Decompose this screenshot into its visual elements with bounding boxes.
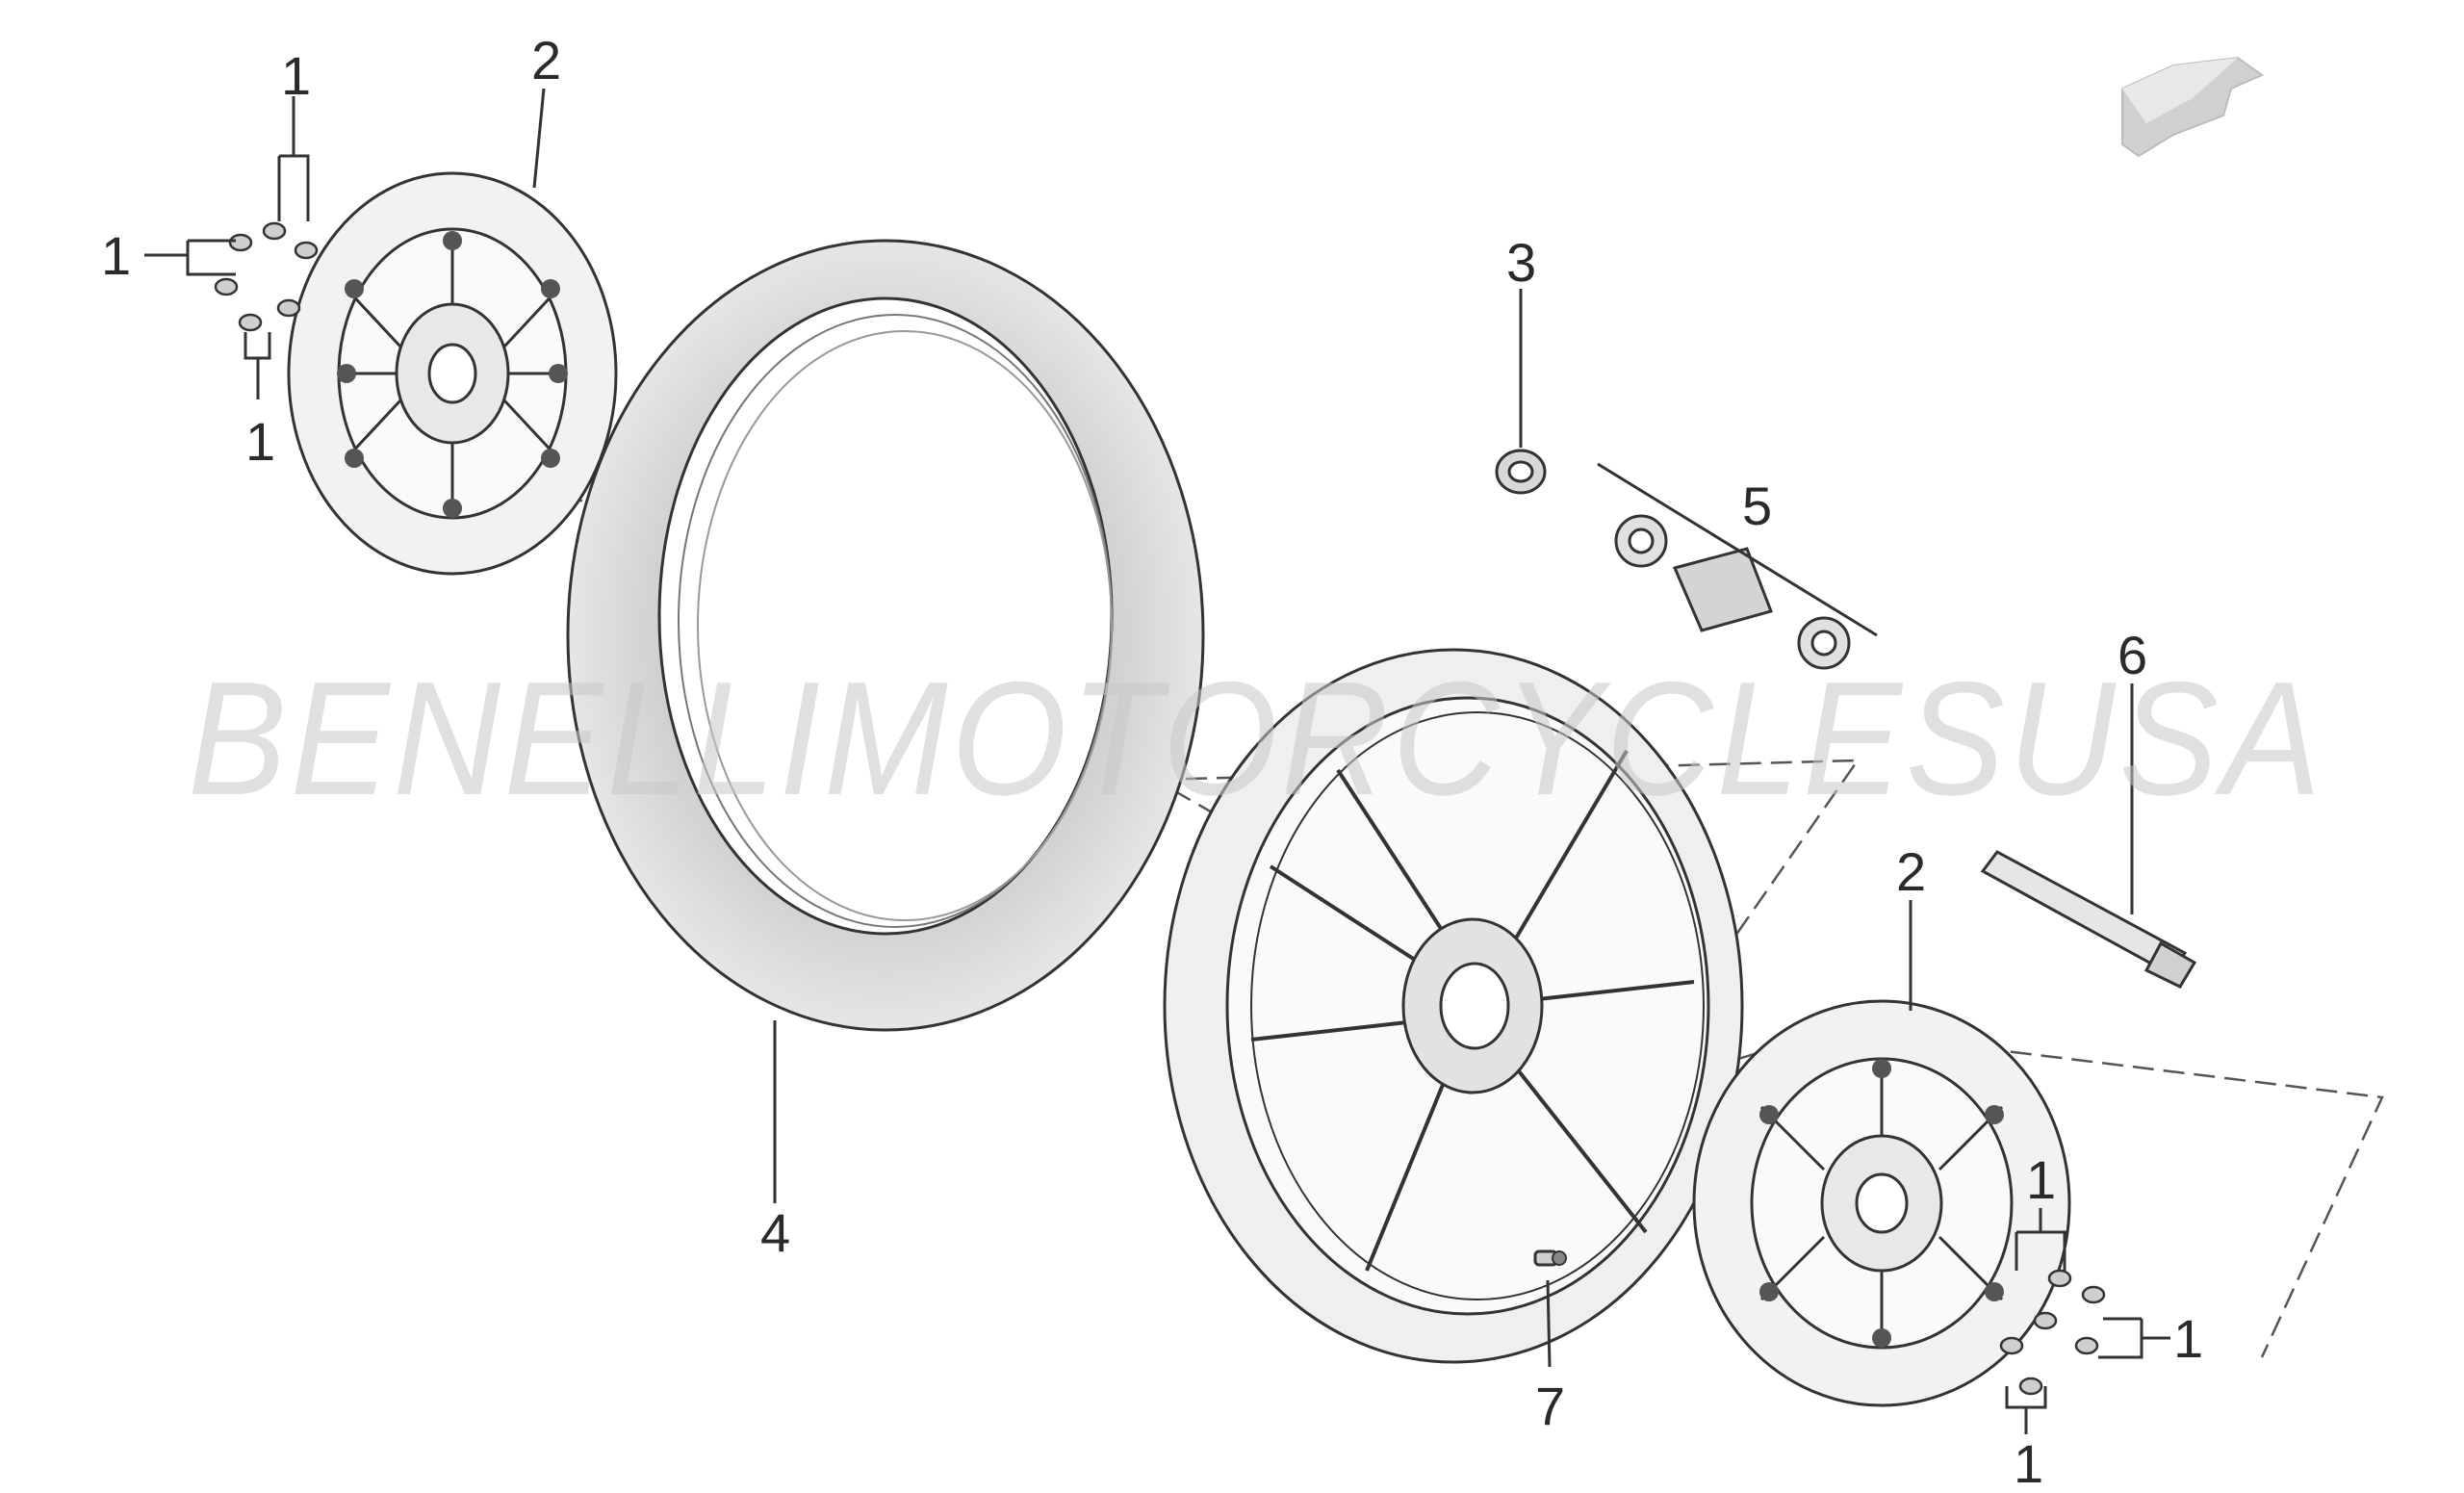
tyre: [566, 239, 1205, 1032]
callout-bolts-right-top: 1: [2026, 1149, 2056, 1210]
callout-bolts-left-top: 1: [281, 45, 311, 106]
brake-disc-left: [287, 171, 618, 576]
callout-tyre: 4: [760, 1202, 790, 1263]
callout-bolts-right-side: 1: [2173, 1308, 2203, 1369]
wheel-spacer: [1495, 449, 1547, 495]
callout-spacer: 3: [1506, 232, 1536, 293]
wheel-rim: [1163, 648, 1744, 1364]
direction-arrow-icon: [2121, 56, 2265, 158]
callout-axle: 6: [2118, 625, 2147, 685]
wheel-axle: [1980, 850, 2197, 989]
callout-bearing-set: 5: [1742, 476, 1772, 536]
watermark-text: BENELLIMOTORCYCLESUSA: [188, 648, 2324, 829]
callout-bolts-left-bottom: 1: [245, 411, 275, 472]
callout-valve: 7: [1535, 1376, 1565, 1436]
callout-bolts-left-side: 1: [101, 225, 131, 286]
callout-leaders: [144, 88, 2170, 1434]
callout-bolts-right-bottom: 1: [2014, 1433, 2043, 1493]
tyre-valve: [1533, 1249, 1567, 1267]
bearing-set: [1597, 462, 1878, 670]
brake-disc-right: [1692, 999, 2071, 1407]
callout-disc-left: 2: [531, 30, 561, 90]
bolt-group-left: [214, 221, 319, 332]
bolt-group-right: [1999, 1269, 2106, 1396]
callout-disc-right: 2: [1896, 841, 1926, 902]
